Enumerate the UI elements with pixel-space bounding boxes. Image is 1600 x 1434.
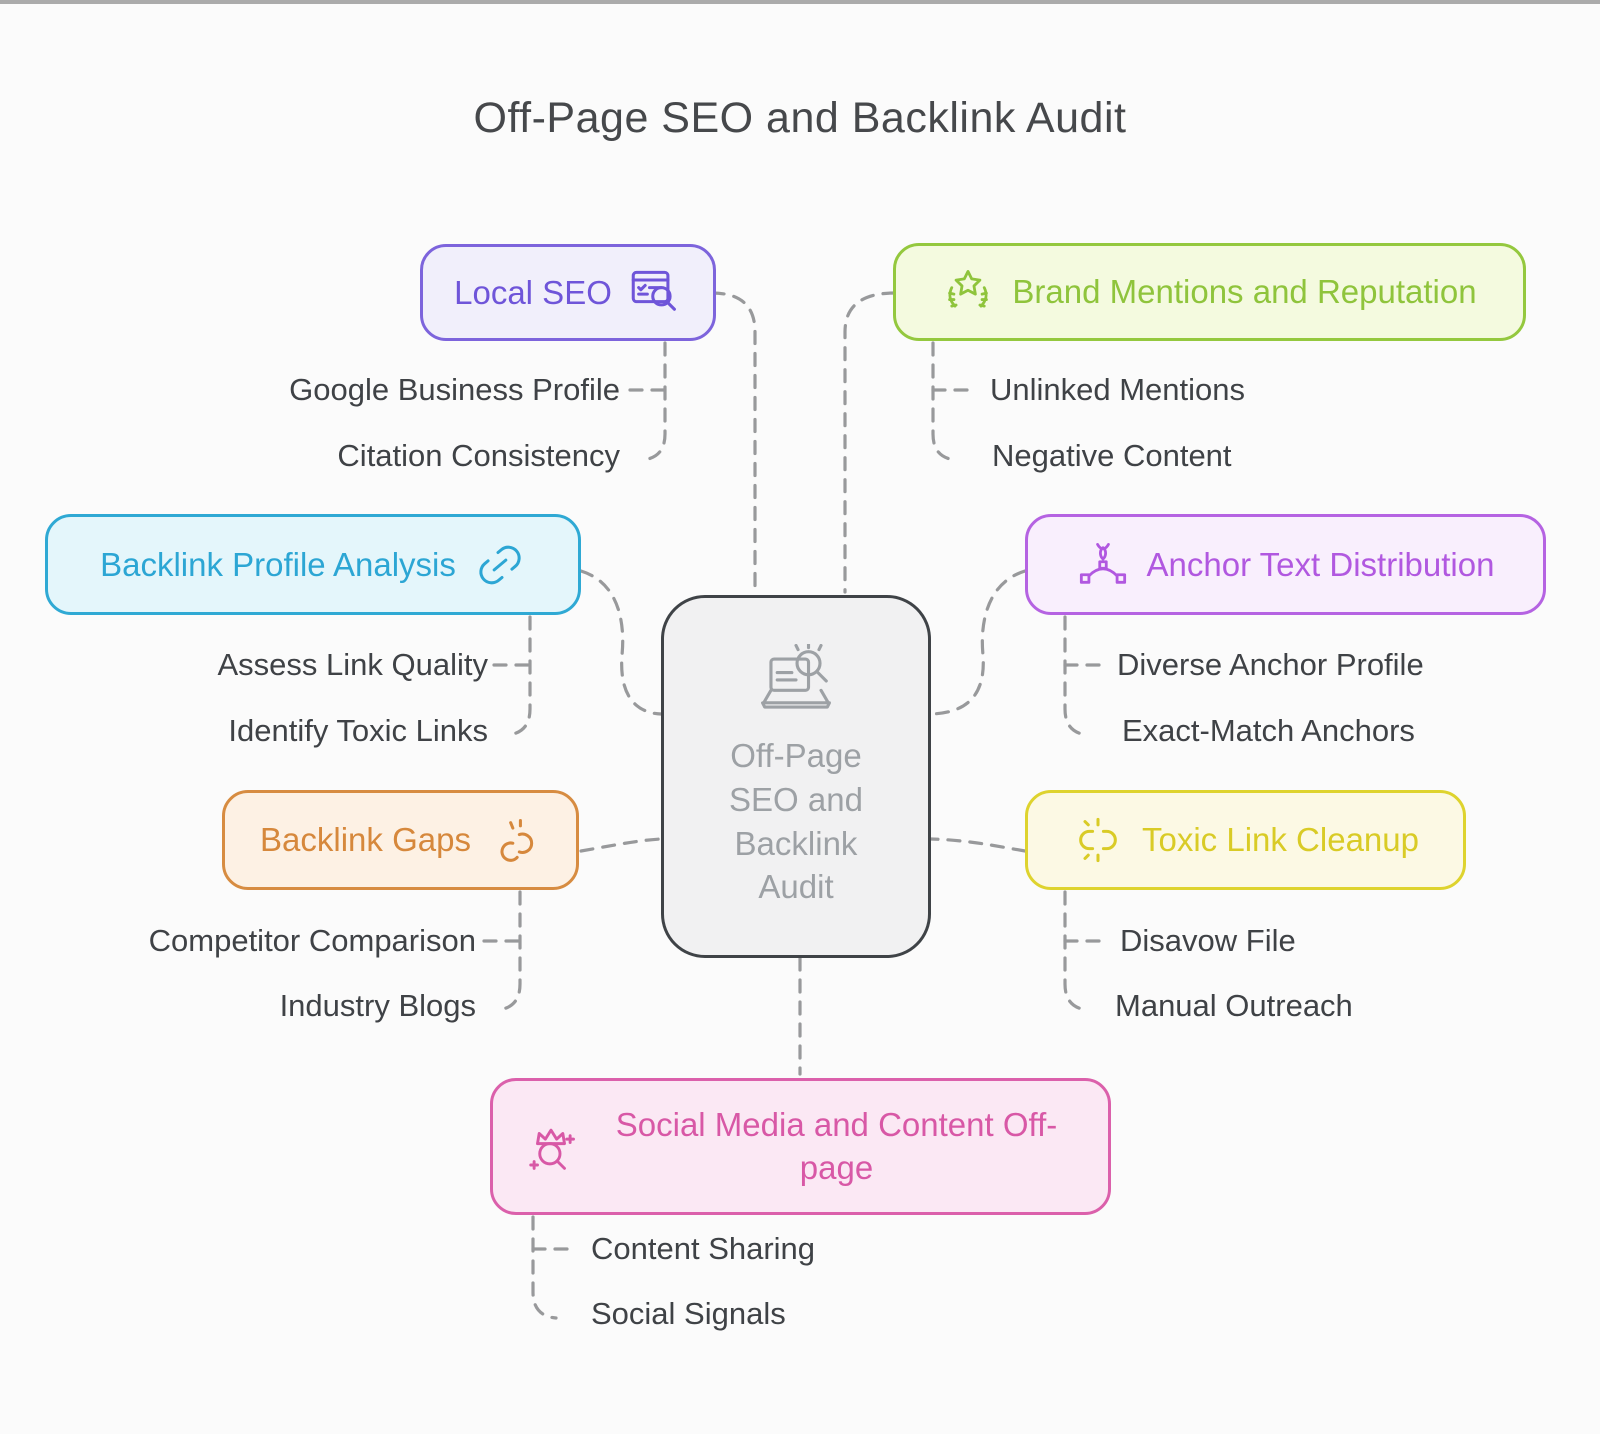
subtopic-identify-toxic-links[interactable]: Identify Toxic Links (228, 713, 488, 748)
subtopic-diverse-anchor-profile[interactable]: Diverse Anchor Profile (1117, 647, 1424, 682)
anchor-point-icon (1079, 542, 1126, 584)
crown-search-icon (528, 1128, 575, 1170)
broken-chain-icon (1079, 817, 1117, 863)
top-border (0, 0, 1600, 4)
subtopic-industry-blogs[interactable]: Industry Blogs (279, 988, 476, 1023)
node-backlink-profile-analysis[interactable]: Backlink Profile Analysis (45, 514, 581, 615)
subtopic-competitor-comparison[interactable]: Competitor Comparison (148, 923, 476, 958)
diagram-title: Off-Page SEO and Backlink Audit (473, 94, 1127, 142)
node-anchor-text-distribution[interactable]: Anchor Text Distribution (1025, 514, 1546, 615)
node-toxic-link-cleanup[interactable]: Toxic Link Cleanup (1025, 790, 1466, 890)
subtopic-negative-content[interactable]: Negative Content (992, 438, 1232, 473)
node-label: Anchor Text Distribution (1146, 545, 1495, 583)
subtopic-social-signals[interactable]: Social Signals (591, 1296, 786, 1331)
subtopic-manual-outreach[interactable]: Manual Outreach (1115, 988, 1353, 1023)
node-label: Local SEO (454, 273, 612, 311)
subtopic-google-business-profile[interactable]: Google Business Profile (289, 372, 620, 407)
award-laurel-icon (948, 270, 989, 308)
subtopic-content-sharing[interactable]: Content Sharing (591, 1231, 816, 1266)
node-backlink-gaps[interactable]: Backlink Gaps (222, 790, 579, 890)
node-label: Backlink Profile Analysis (100, 545, 456, 583)
subtopic-exact-match-anchors[interactable]: Exact-Match Anchors (1122, 713, 1415, 748)
node-social-media-content[interactable]: Social Media and Content Off-page (490, 1078, 1111, 1215)
node-label: Social Media and Content Off-page (615, 1106, 1058, 1186)
search-audit-icon (631, 270, 676, 311)
node-local-seo[interactable]: Local SEO (420, 244, 716, 341)
center-node[interactable]: Off-Page SEO and Backlink Audit (661, 595, 931, 958)
subtopic-disavow-file[interactable]: Disavow File (1120, 923, 1296, 958)
node-label: Toxic Link Cleanup (1142, 821, 1419, 858)
broken-link-icon (500, 818, 534, 862)
subtopic-assess-link-quality[interactable]: Assess Link Quality (217, 647, 489, 682)
link-icon (479, 545, 521, 584)
center-node-label: Off-Page SEO and Backlink Audit (729, 737, 863, 906)
node-label: Brand Mentions and Reputation (1012, 273, 1477, 310)
node-brand-mentions[interactable]: Brand Mentions and Reputation (893, 243, 1526, 341)
subtopic-citation-consistency[interactable]: Citation Consistency (337, 438, 620, 473)
subtopic-unlinked-mentions[interactable]: Unlinked Mentions (990, 372, 1246, 407)
node-label: Backlink Gaps (260, 821, 471, 858)
laptop-search-icon (761, 644, 831, 710)
